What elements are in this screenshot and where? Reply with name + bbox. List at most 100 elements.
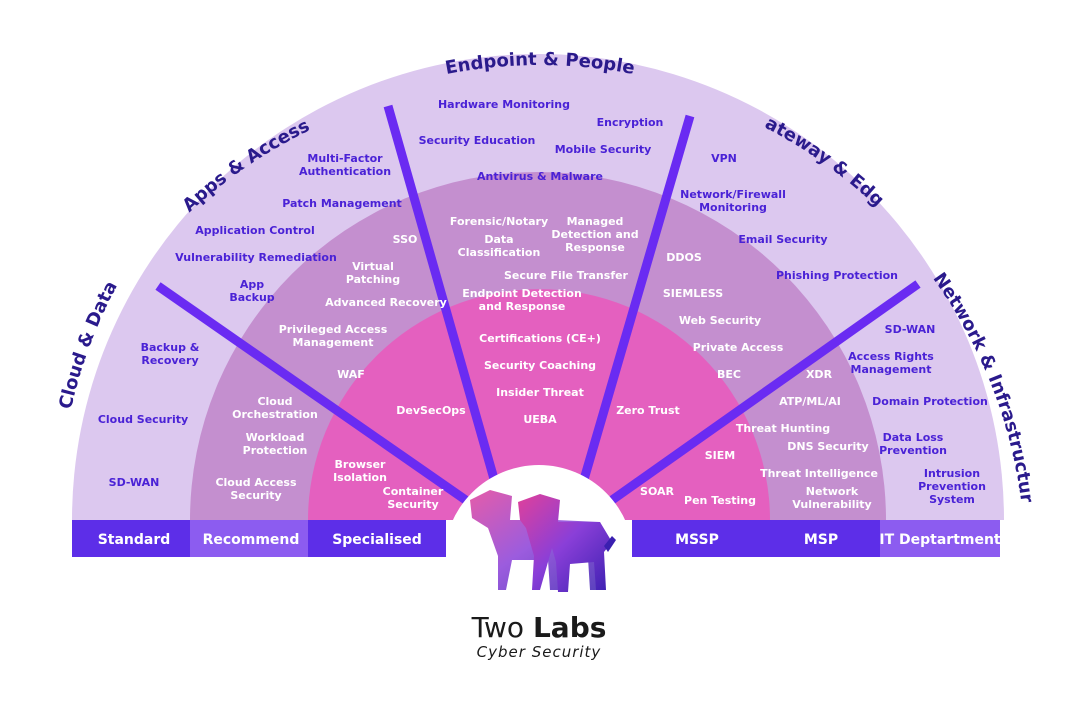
label-line: Encryption	[597, 116, 664, 129]
label-line: ATP/ML/AI	[779, 395, 841, 408]
dog-front-tail	[604, 536, 616, 552]
label-line: Monitoring	[699, 201, 767, 214]
label-line: Orchestration	[232, 408, 318, 421]
label-sdwan-right: SD-WAN	[885, 323, 936, 336]
tier-recommend: Recommend	[203, 532, 300, 548]
two-labs-logo-dogs	[470, 490, 616, 592]
label-bec: BEC	[717, 368, 741, 381]
dog-front	[518, 494, 612, 592]
brand-name-bold: Labs	[533, 611, 606, 644]
tier-msp-bg	[766, 520, 880, 557]
label-secure-file-transfer: Secure File Transfer	[504, 269, 629, 282]
tier-specialised: Specialised	[332, 532, 422, 548]
label-line: Security Coaching	[484, 359, 596, 372]
inner-ring	[308, 289, 770, 520]
label-line: Phishing Protection	[776, 269, 898, 282]
label-waf: WAF	[337, 368, 365, 381]
tier-mssp: MSSP	[675, 532, 719, 548]
label-line: Data Loss	[883, 431, 944, 444]
label-line: Managed	[567, 215, 624, 228]
label-line: Recovery	[141, 354, 198, 367]
label-line: Data	[484, 233, 513, 246]
label-line: Multi-Factor	[307, 152, 383, 165]
label-ddos: DDOS	[666, 251, 702, 264]
label-line: Insider Threat	[496, 386, 584, 399]
label-line: Access Rights	[848, 350, 934, 363]
label-line: WAF	[337, 368, 365, 381]
label-line: Cloud Access	[215, 476, 296, 489]
label-advanced-recovery: Advanced Recovery	[325, 296, 447, 309]
label-line: Patching	[346, 273, 400, 286]
label-threat-intelligence: Threat Intelligence	[760, 467, 878, 480]
label-line: Web Security	[679, 314, 761, 327]
label-line: Protection	[243, 444, 308, 457]
label-line: Workload	[246, 431, 305, 444]
label-line: Email Security	[738, 233, 827, 246]
label-line: Antivirus & Malware	[477, 170, 603, 183]
label-vpn: VPN	[711, 152, 737, 165]
tier-mssp-bg	[632, 520, 766, 557]
label-line: Patch Management	[282, 197, 402, 210]
label-zero-trust: Zero Trust	[616, 404, 680, 417]
brand-tagline: Cyber Security	[477, 643, 602, 661]
label-line: Container	[383, 485, 444, 498]
label-ueba: UEBA	[523, 413, 557, 426]
label-line: Cloud	[257, 395, 292, 408]
label-line: BEC	[717, 368, 741, 381]
label-line: Prevention	[918, 480, 986, 493]
label-line: Endpoint Detection	[462, 287, 582, 300]
divider-endpoint-gateway	[573, 114, 695, 502]
label-threat-hunting: Threat Hunting	[736, 422, 830, 435]
label-line: Certifications (CE+)	[479, 332, 601, 345]
label-domain-protection: Domain Protection	[872, 395, 988, 408]
label-line: Classification	[458, 246, 541, 259]
label-pen-testing: Pen Testing	[684, 494, 756, 507]
label-certifications: Certifications (CE+)	[479, 332, 601, 345]
label-line: Authentication	[299, 165, 391, 178]
label-line: Pen Testing	[684, 494, 756, 507]
divider-gateway-network	[595, 280, 921, 514]
label-line: DDOS	[666, 251, 702, 264]
label-line: Domain Protection	[872, 395, 988, 408]
label-backup-recovery: Backup &Recovery	[141, 341, 200, 367]
label-line: SIEMLESS	[663, 287, 723, 300]
label-private-access: Private Access	[693, 341, 784, 354]
label-line: SOAR	[640, 485, 674, 498]
label-line: DevSecOps	[396, 404, 466, 417]
label-line: Advanced Recovery	[325, 296, 447, 309]
label-line: UEBA	[523, 413, 557, 426]
label-line: Hardware Monitoring	[438, 98, 570, 111]
label-line: Vulnerability	[792, 498, 871, 511]
brand-name: Two Labs	[471, 611, 607, 644]
label-line: Management	[293, 336, 374, 349]
label-line: App	[240, 278, 264, 291]
label-line: XDR	[806, 368, 833, 381]
label-line: Intrusion	[924, 467, 980, 480]
label-line: Zero Trust	[616, 404, 680, 417]
segment-dividers	[155, 104, 921, 514]
label-line: Privileged Access	[279, 323, 388, 336]
label-line: Isolation	[333, 471, 387, 484]
label-dns-security: DNS Security	[787, 440, 868, 453]
label-hardware-monitoring: Hardware Monitoring	[438, 98, 570, 111]
label-line: Security	[387, 498, 438, 511]
label-line: Detection and	[551, 228, 638, 241]
label-line: Browser	[335, 458, 387, 471]
tier-standard-bg	[72, 520, 190, 557]
label-vulnerability-remediation: Vulnerability Remediation	[175, 251, 337, 264]
label-patch-management: Patch Management	[282, 197, 402, 210]
label-line: Management	[851, 363, 932, 376]
label-line: Secure File Transfer	[504, 269, 629, 282]
